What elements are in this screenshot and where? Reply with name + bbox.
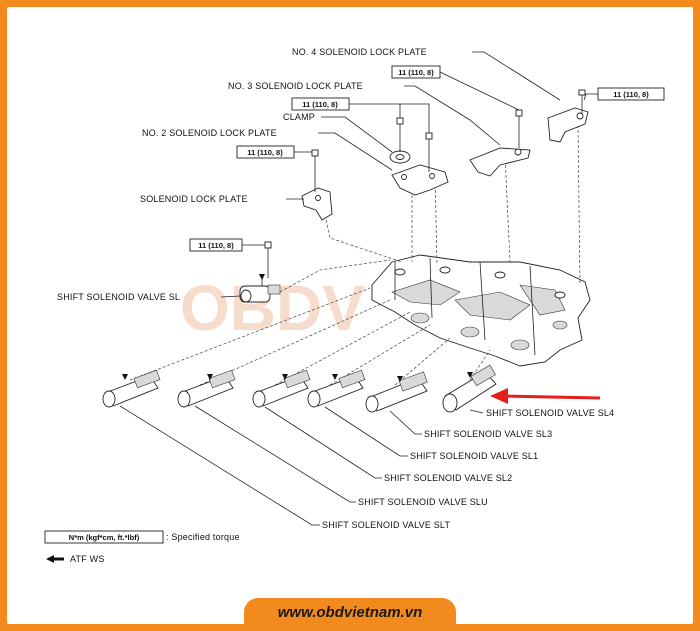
no4-solenoid-lock-plate	[547, 107, 589, 143]
torque-description: : Specified torque	[166, 532, 240, 542]
label-no2-solenoid-lock-plate: NO. 2 SOLENOID LOCK PLATE	[142, 128, 277, 138]
torque-tag-no4: 11 (110, 8)	[597, 87, 665, 101]
label-shift-solenoid-valve-slu: SHIFT SOLENOID VALVE SLU	[358, 497, 488, 507]
pointer-arrow	[490, 388, 601, 404]
label-clamp: CLAMP	[283, 112, 315, 122]
label-shift-solenoid-valve-sl1: SHIFT SOLENOID VALVE SL1	[410, 451, 538, 461]
atf-label: ATF WS	[70, 554, 105, 564]
torque-units: N*m (kgf*cm, ft.*lbf)	[69, 533, 140, 542]
label-no4-solenoid-lock-plate: NO. 4 SOLENOID LOCK PLATE	[292, 47, 427, 57]
valve-sl1-part	[307, 369, 366, 408]
torque-tag-no3: 11 (110, 8)	[391, 65, 441, 79]
clamp-part	[389, 150, 411, 164]
label-no3-solenoid-lock-plate: NO. 3 SOLENOID LOCK PLATE	[228, 81, 363, 91]
label-shift-solenoid-valve-slt: SHIFT SOLENOID VALVE SLT	[322, 520, 450, 530]
valve-sl3-part	[365, 371, 428, 413]
svg-text:11 (110, 8): 11 (110, 8)	[198, 241, 234, 250]
svg-text:11 (110, 8): 11 (110, 8)	[247, 148, 283, 157]
svg-text:11 (110, 8): 11 (110, 8)	[613, 90, 649, 99]
valve-sl4-part	[442, 364, 497, 413]
atf-arrow-icon	[46, 555, 64, 563]
footer-url[interactable]: www.obdvietnam.vn	[277, 604, 423, 621]
leader-lines	[119, 51, 598, 526]
valve-body	[371, 254, 591, 367]
bolts-no2	[396, 117, 433, 172]
torque-tag-sl: 11 (110, 8)	[189, 238, 243, 252]
footer-tab: www.obdvietnam.vn	[244, 598, 456, 631]
valve-slt-part	[102, 369, 161, 408]
legend: N*m (kgf*cm, ft.*lbf) : Specified torque…	[44, 530, 240, 564]
bolt-lock-plate	[311, 149, 319, 192]
torque-legend-box	[44, 530, 164, 544]
label-solenoid-lock-plate: SOLENOID LOCK PLATE	[140, 194, 248, 204]
valve-sl2-part	[252, 369, 311, 408]
label-shift-solenoid-valve-sl4: SHIFT SOLENOID VALVE SL4	[486, 408, 614, 418]
svg-text:11 (110, 8): 11 (110, 8)	[398, 68, 434, 77]
assembly-guides	[129, 124, 581, 386]
no2-solenoid-lock-plate	[391, 164, 449, 196]
torque-tag-lock-plate: 11 (110, 8)	[236, 145, 295, 159]
no3-solenoid-lock-plate	[469, 147, 531, 177]
label-shift-solenoid-valve-sl3: SHIFT SOLENOID VALVE SL3	[424, 429, 552, 439]
bolt-no3	[515, 109, 523, 148]
shift-solenoid-valve-sl-part	[239, 274, 281, 303]
label-shift-solenoid-valve-sl: SHIFT SOLENOID VALVE SL	[57, 292, 180, 302]
label-shift-solenoid-valve-sl2: SHIFT SOLENOID VALVE SL2	[384, 473, 512, 483]
valve-slu-part	[177, 369, 236, 408]
bolt-no4	[578, 89, 586, 114]
watermark: OBDV	[180, 272, 365, 344]
svg-text:11 (110, 8): 11 (110, 8)	[302, 100, 338, 109]
torque-tag-no2: 11 (110, 8)	[291, 97, 350, 111]
solenoid-lock-plate	[301, 187, 333, 221]
